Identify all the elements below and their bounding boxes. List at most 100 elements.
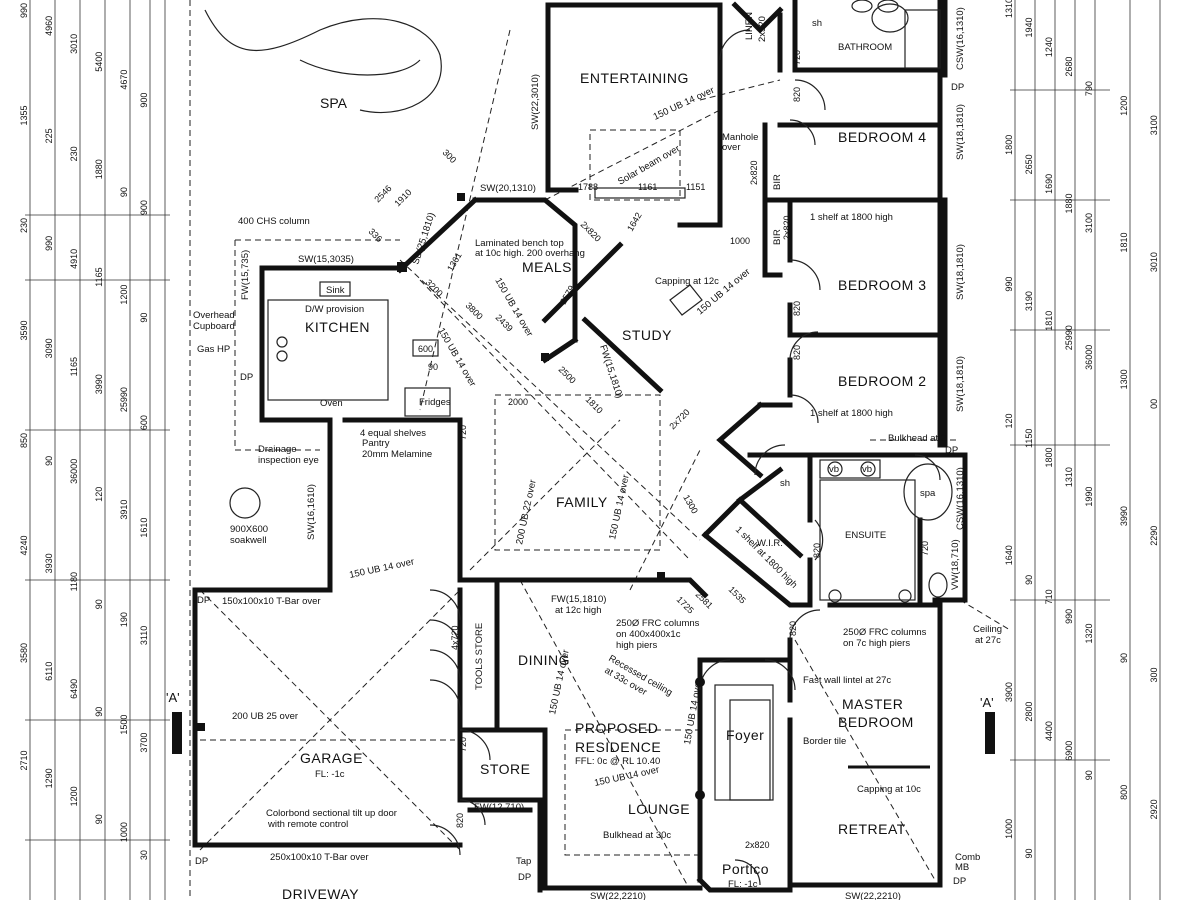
svg-text:820: 820 [792,345,802,360]
room-entertaining-label: ENTERTAINING [580,70,689,86]
walls [192,0,968,893]
left-dimension-value: 3700 [139,733,149,753]
left-dimension-value: 990 [44,236,54,251]
svg-text:200 UB 25 over: 200 UB 25 over [232,711,298,722]
basin-icon [827,461,843,477]
right-dimension-value: 1200 [1119,96,1129,116]
svg-text:Bulkhead at 2: Bulkhead at 2 [888,433,946,444]
right-dimension-value: 2290 [1149,526,1159,546]
room-garage-label: GARAGE [300,750,363,766]
left-dimension-value: 3010 [69,34,79,54]
right-dimension-value: 1640 [1004,545,1014,565]
svg-text:1151: 1151 [686,182,705,192]
right-dimension-value: 1310 [1004,0,1014,18]
room-labels: ENTERTAINING BEDROOM 4 BEDROOM 3 BEDROOM… [282,12,936,900]
svg-text:SW(22,2210): SW(22,2210) [590,891,646,900]
room-bedroom3-label: BEDROOM 3 [838,277,927,293]
right-dimension-value: 3900 [1004,682,1014,702]
fixtures [229,0,953,801]
right-dimension-value: 2650 [1024,154,1034,174]
left-dimension-value: 90 [139,313,149,323]
svg-text:over: over [722,142,740,153]
svg-text:Pantry: Pantry [362,438,390,449]
room-study-label: STUDY [622,327,672,343]
left-dimension-value: 120 [94,487,104,502]
left-dimension-value: 1200 [119,285,129,305]
svg-text:on 7c high piers: on 7c high piers [843,638,910,649]
svg-text:Gas HP: Gas HP [197,344,230,355]
svg-text:90: 90 [428,362,438,372]
vanity-icon [819,459,881,479]
bir-label-2: BIR [772,229,783,245]
spa-label: spa [920,488,936,499]
svg-text:at 12c high: at 12c high [555,605,601,616]
svg-text:CSW(16,1310): CSW(16,1310) [955,467,966,530]
left-dimension-value: 900 [139,200,149,215]
driveway-label: DRIVEWAY [282,886,359,900]
room-kitchen-label: KITCHEN [305,319,370,335]
vanity-label-2: vb [862,464,872,475]
svg-text:DP: DP [951,82,964,93]
svg-text:Overhead: Overhead [193,310,235,321]
room-store-label: STORE [480,761,530,777]
right-dimension-value: 3100 [1084,213,1094,233]
svg-text:1000: 1000 [730,236,750,246]
svg-text:720: 720 [458,425,468,440]
svg-text:Capping at 12c: Capping at 12c [655,276,719,287]
svg-text:FW(12,710): FW(12,710) [474,802,524,813]
svg-text:FW(15,735): FW(15,735) [240,250,251,300]
svg-text:at 10c high. 200 overhang: at 10c high. 200 overhang [475,248,585,259]
column-markers [197,193,665,731]
right-dimension-value: 1310 [1064,467,1074,487]
left-dimension-value: 3090 [44,338,54,358]
left-dimension-value: 190 [119,612,129,627]
right-dimension-value: 36000 [1084,345,1094,370]
right-dimension-value: 3190 [1024,291,1034,311]
svg-text:1 shelf at 1800 high: 1 shelf at 1800 high [810,408,893,419]
left-dimension-value: 6490 [69,679,79,699]
left-dimension-value: 1165 [94,267,104,286]
svg-text:DP: DP [518,872,531,883]
right-dimension-value: 3100 [1149,115,1159,135]
right-dimension-value: 1800 [1004,135,1014,155]
hotplate-icon-2 [276,350,288,362]
left-dimension-value: 4240 [19,535,29,555]
oven-label: Oven [320,398,343,409]
left-dimension-value: 3910 [119,500,129,520]
frc-column-icon-2 [898,589,912,603]
shower-label-2: sh [780,478,790,489]
svg-text:DP: DP [945,445,958,456]
section-label-left: 'A' [166,690,180,705]
svg-text:inspection eye: inspection eye [258,455,319,466]
spa-bath-icon [903,463,953,521]
bir-label: BIR [772,174,783,190]
right-dimension-value: 1940 [1024,18,1034,38]
svg-text:250x100x10 T-Bar over: 250x100x10 T-Bar over [270,852,369,863]
room-lounge-label: LOUNGE [628,801,690,817]
right-dimension-value: 1690 [1044,174,1054,194]
svg-text:250Ø FRC columns: 250Ø FRC columns [843,627,927,638]
svg-text:SW(18,1810): SW(18,1810) [955,104,966,160]
basin-icon-2 [860,461,876,477]
left-dimension-value: 30 [139,850,149,860]
right-dimension-value: 2800 [1024,702,1034,722]
svg-text:Fast wall lintel at 27c: Fast wall lintel at 27c [803,675,891,686]
shower-label: sh [812,18,822,29]
svg-text:SW(22,2210): SW(22,2210) [845,891,901,900]
svg-text:2000: 2000 [508,397,528,407]
svg-text:250Ø FRC columns: 250Ø FRC columns [616,618,700,629]
right-dimension-value: 1320 [1084,623,1094,643]
right-dimension-value: 90 [1024,848,1034,858]
left-dimension-value: 1000 [119,822,129,842]
svg-text:SW(20,1310): SW(20,1310) [480,183,536,194]
left-dimension-value: 90 [44,456,54,466]
right-dimension-labels: 1310194012402680790120031001800265016901… [1004,0,1159,858]
portico-fl-label: FL: -1c [728,879,758,890]
left-dimension-value: 900 [139,93,149,108]
left-dimension-value: 2710 [19,750,29,770]
left-dimension-lines [25,0,170,900]
garage-fl-label: FL: -1c [315,769,345,780]
kitchen-sink-icon [319,281,351,297]
svg-text:SW(22,3010): SW(22,3010) [530,74,541,130]
